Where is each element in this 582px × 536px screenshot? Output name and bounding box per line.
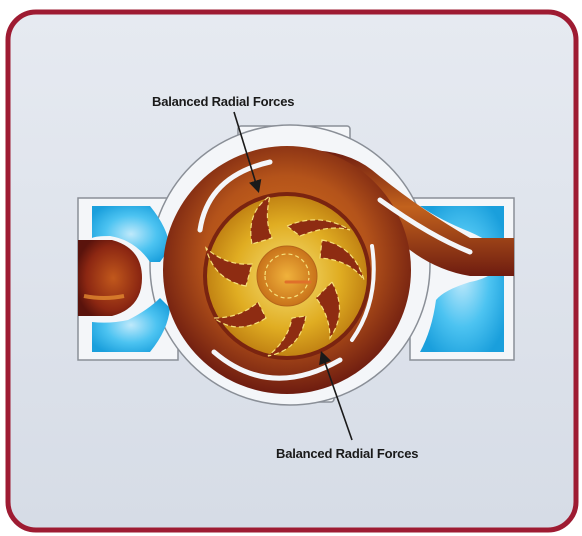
top-callout-label: Balanced Radial Forces xyxy=(152,94,294,109)
impeller xyxy=(203,192,371,360)
suction-inlet xyxy=(78,240,142,316)
bottom-callout-label: Balanced Radial Forces xyxy=(276,446,418,461)
